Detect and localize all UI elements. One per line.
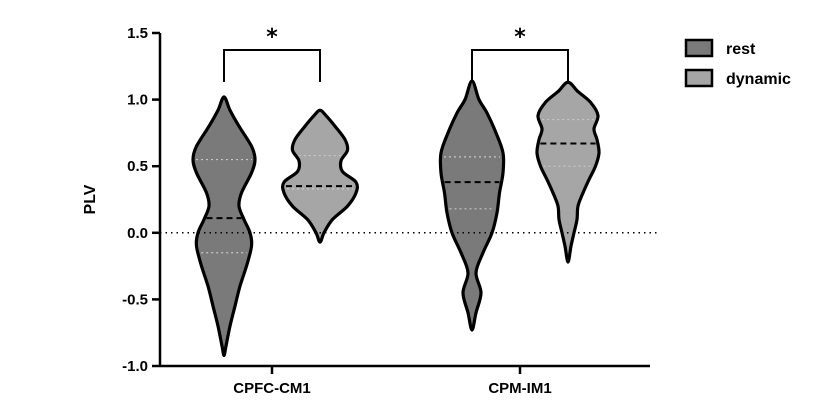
legend-item-dynamic: dynamic (684, 68, 791, 88)
significance-brackets: ** (223, 25, 569, 82)
significance-label: * (266, 25, 278, 50)
y-tick-label: -0.5 (122, 291, 148, 308)
y-axis-label: PLV (82, 184, 99, 214)
violin-cpfc-cm1-dynamic (281, 108, 359, 244)
significance-label: * (514, 25, 526, 50)
bracket-line (223, 49, 321, 82)
violin-body (281, 108, 359, 244)
legend-item-rest: rest (684, 38, 756, 58)
bracket-cpfc-cm1: * (223, 25, 321, 82)
violin-cpm-im1-rest (438, 79, 506, 332)
legend-label: rest (726, 41, 756, 58)
legend-swatch (684, 38, 714, 58)
violin-cpfc-cm1-rest (191, 95, 257, 357)
violin-body (535, 80, 601, 264)
y-tick-label: 1.0 (127, 92, 148, 109)
legend: rest dynamic (684, 38, 791, 88)
violin-cpm-im1-dynamic (535, 80, 601, 264)
y-tick-label: 0.0 (127, 225, 148, 242)
legend-swatch (684, 68, 714, 88)
violin-layer (191, 79, 601, 357)
x-tick-label: CPM-IM1 (488, 380, 551, 397)
y-tick-label: 0.5 (127, 158, 148, 175)
bracket-cpm-im1: * (471, 25, 569, 82)
violin-body (191, 95, 257, 357)
y-tick-label: 1.5 (127, 25, 148, 42)
violin-body (438, 79, 506, 332)
legend-label: dynamic (726, 71, 791, 88)
x-tick-label: CPFC-CM1 (233, 380, 311, 397)
bracket-line (471, 49, 569, 82)
y-tick-label: -1.0 (122, 358, 148, 375)
